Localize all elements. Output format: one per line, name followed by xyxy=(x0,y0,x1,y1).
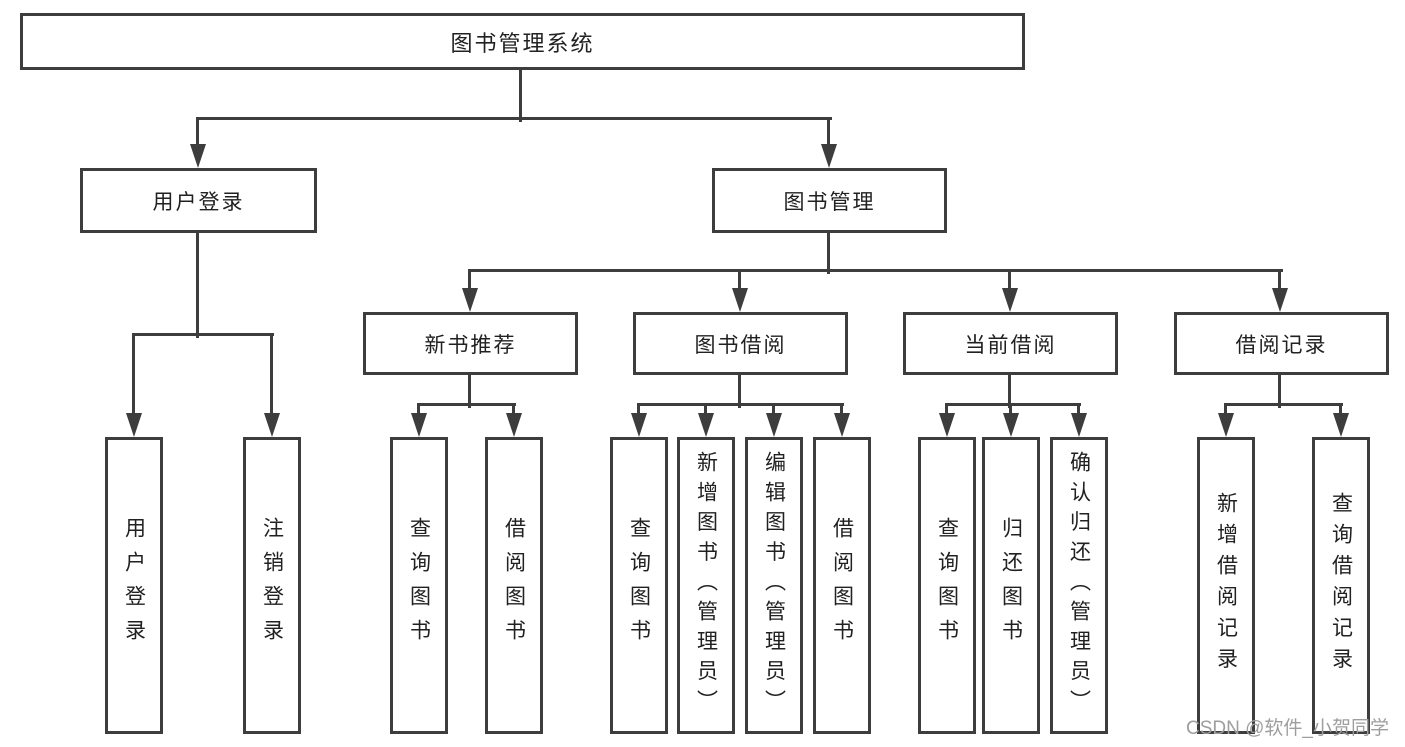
node-label: 查询借阅记录 xyxy=(1329,492,1353,679)
node-label: 确认归还（管理员） xyxy=(1067,451,1091,720)
connector-line xyxy=(945,403,1081,406)
arrow-down-icon xyxy=(411,413,427,437)
connector-line xyxy=(519,70,522,122)
connector-line xyxy=(738,271,741,294)
node-book-management: 图书管理 xyxy=(712,168,947,233)
leaf-query-book-1: 查询图书 xyxy=(390,437,448,734)
arrow-down-icon xyxy=(506,413,522,437)
connector-line xyxy=(1224,405,1227,418)
csdn-watermark: CSDN @软件_小贺同学 xyxy=(1186,718,1389,739)
leaf-query-book-3: 查询图书 xyxy=(918,437,976,734)
arrow-down-icon xyxy=(1218,413,1234,437)
leaf-return-book: 归还图书 xyxy=(982,437,1040,734)
node-borrow-records: 借阅记录 xyxy=(1174,312,1389,375)
arrow-down-icon xyxy=(631,413,647,437)
connector-line xyxy=(840,405,843,418)
arrow-down-icon xyxy=(939,413,955,437)
node-label: 借阅图书 xyxy=(830,517,854,654)
leaf-query-borrow-record: 查询借阅记录 xyxy=(1312,437,1370,734)
arrow-down-icon xyxy=(1002,288,1018,312)
connector-line xyxy=(417,405,420,418)
node-label: 查询图书 xyxy=(935,517,959,654)
arrow-down-icon xyxy=(462,288,478,312)
connector-line xyxy=(512,405,515,418)
node-label: 新书推荐 xyxy=(424,333,517,357)
node-new-book-recommend: 新书推荐 xyxy=(363,312,578,375)
node-current-borrow: 当前借阅 xyxy=(903,312,1118,375)
connector-line xyxy=(1224,403,1343,406)
connector-line xyxy=(738,375,741,408)
arrow-down-icon xyxy=(834,413,850,437)
leaf-query-book-2: 查询图书 xyxy=(610,437,668,734)
node-book-borrow: 图书借阅 xyxy=(633,312,848,375)
arrow-down-icon xyxy=(1071,413,1087,437)
connector-line xyxy=(704,405,707,418)
connector-line xyxy=(945,405,948,418)
arrow-down-icon xyxy=(126,413,142,437)
arrow-down-icon xyxy=(1272,288,1288,312)
connector-line xyxy=(196,233,199,338)
arrow-down-icon xyxy=(698,413,714,437)
connector-line xyxy=(468,375,471,408)
node-label: 借阅图书 xyxy=(502,517,526,654)
connector-line xyxy=(772,405,775,418)
node-library-system: 图书管理系统 xyxy=(20,13,1025,70)
leaf-logout: 注销登录 xyxy=(243,437,301,734)
connector-line xyxy=(132,335,135,418)
leaf-user-login: 用户登录 xyxy=(105,437,163,734)
node-label: 当前借阅 xyxy=(964,333,1057,357)
node-label: 注销登录 xyxy=(260,517,284,654)
connector-line xyxy=(196,119,199,150)
connector-line xyxy=(637,403,844,406)
connector-line xyxy=(637,405,640,418)
arrow-down-icon xyxy=(732,288,748,312)
connector-line xyxy=(468,269,1283,272)
leaf-confirm-return-admin: 确认归还（管理员） xyxy=(1050,437,1108,734)
leaf-add-borrow-record: 新增借阅记录 xyxy=(1197,437,1255,734)
connector-line xyxy=(196,117,832,120)
connector-line xyxy=(1339,405,1342,418)
node-label: 图书借阅 xyxy=(694,333,787,357)
arrow-down-icon xyxy=(766,413,782,437)
node-label: 编辑图书（管理员） xyxy=(762,451,786,720)
connector-line xyxy=(1009,405,1012,418)
connector-line xyxy=(1278,271,1281,294)
connector-line xyxy=(132,333,274,336)
node-label: 查询图书 xyxy=(627,517,651,654)
connector-line xyxy=(468,271,471,294)
leaf-add-book-admin: 新增图书（管理员） xyxy=(677,437,735,734)
connector-line xyxy=(1077,405,1080,418)
leaf-borrow-book-2: 借阅图书 xyxy=(813,437,871,734)
node-label: 查询图书 xyxy=(407,517,431,654)
node-label: 借阅记录 xyxy=(1235,333,1328,357)
leaf-edit-book-admin: 编辑图书（管理员） xyxy=(745,437,803,734)
connector-line xyxy=(1008,271,1011,294)
leaf-borrow-book-1: 借阅图书 xyxy=(485,437,543,734)
arrow-down-icon xyxy=(264,413,280,437)
connector-line xyxy=(827,119,830,150)
node-label: 新增借阅记录 xyxy=(1214,492,1238,679)
arrow-down-icon xyxy=(1003,413,1019,437)
node-user-login: 用户登录 xyxy=(80,168,317,233)
node-label: 用户登录 xyxy=(122,517,146,654)
connector-line xyxy=(270,335,273,418)
connector-line xyxy=(827,233,830,274)
arrow-down-icon xyxy=(1333,413,1349,437)
arrow-down-icon xyxy=(821,144,837,168)
node-label: 用户登录 xyxy=(152,190,245,214)
node-label: 新增图书（管理员） xyxy=(694,451,718,720)
node-label: 归还图书 xyxy=(999,517,1023,654)
connector-line xyxy=(417,403,516,406)
arrow-down-icon xyxy=(190,144,206,168)
connector-line xyxy=(1008,375,1011,408)
node-label: 图书管理 xyxy=(783,190,876,214)
connector-line xyxy=(1278,375,1281,408)
node-label: 图书管理系统 xyxy=(450,30,595,56)
